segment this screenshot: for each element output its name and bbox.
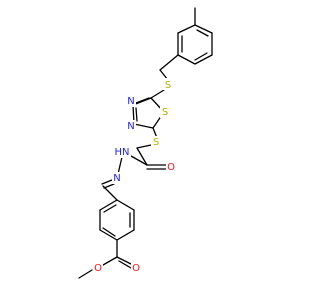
- imine-bond-1: [103, 183, 115, 189]
- sulfur-atom-mid: S: [151, 136, 161, 148]
- tolyl-ring: [177, 24, 213, 65]
- amide-c-n-bond: [130, 155, 148, 166]
- ch-aryl-bond: [102, 185, 118, 201]
- methoxy-bond: [78, 269, 93, 279]
- ester-c-o-double-2: [118, 260, 132, 269]
- svg-text:N: N: [127, 121, 134, 132]
- svg-text:S: S: [165, 80, 171, 91]
- svg-text:O: O: [94, 263, 102, 274]
- ester-c-o-single: [102, 256, 118, 266]
- thiadiazole-ring: [132, 97, 165, 129]
- svg-text:O: O: [167, 162, 175, 173]
- atom-labels: S N S N S HN O N: [93, 78, 176, 274]
- bond-layer: [78, 7, 213, 279]
- nitrogen-atom-ring-upper: N: [126, 95, 136, 107]
- ch2-carbonyl-bond: [136, 147, 148, 166]
- svg-text:N: N: [127, 96, 134, 107]
- ester-c-o-double-1: [116, 256, 132, 265]
- svg-text:O: O: [132, 263, 140, 274]
- oxygen-atom-ester-carbonyl: O: [131, 262, 141, 274]
- nh-atom-hydrazide: HN: [113, 146, 131, 158]
- oxygen-atom-amide: O: [166, 161, 176, 173]
- nitrogen-atom-imine: N: [112, 172, 122, 184]
- benzoate-ring: [99, 199, 135, 241]
- svg-text:S: S: [153, 137, 159, 148]
- svg-text:HN: HN: [115, 147, 130, 158]
- molecule-structure-diagram: S N S N S HN O N: [78, 7, 213, 279]
- nitrogen-atom-ring-lower: N: [126, 120, 136, 132]
- svg-text:S: S: [162, 107, 168, 118]
- s-thiadiazole-bond: [150, 89, 165, 99]
- s-ch2-bond: [136, 144, 152, 149]
- imine-bond-2: [101, 179, 113, 185]
- sulfur-atom-top: S: [163, 78, 173, 91]
- svg-text:N: N: [113, 173, 120, 184]
- n-n-bond: [117, 156, 123, 175]
- benzyl-ch2-bond: [159, 54, 179, 71]
- sulfur-atom-ring: S: [160, 106, 170, 118]
- oxygen-atom-ester-methoxy: O: [93, 262, 103, 274]
